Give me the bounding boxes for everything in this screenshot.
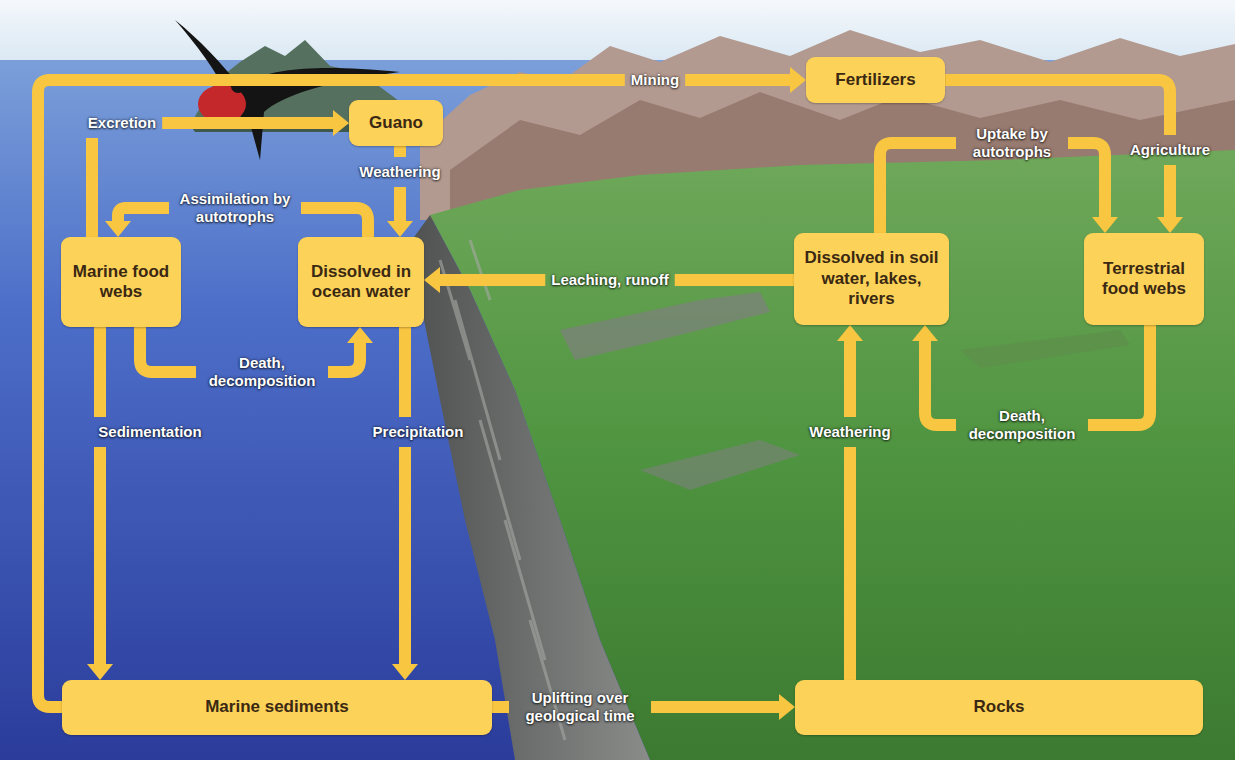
flow-label: Weathering xyxy=(359,163,440,181)
flow-label: Precipitation xyxy=(373,423,464,441)
arrow-line xyxy=(38,80,625,707)
arrow-line xyxy=(394,146,406,157)
arrow-head xyxy=(333,110,349,136)
flow-label: Death, decomposition xyxy=(962,407,1082,443)
arrow-line xyxy=(94,327,106,417)
connector-arrow xyxy=(38,67,806,707)
arrow-line xyxy=(844,339,856,417)
flow-label: Uptake by autotrophs xyxy=(962,125,1062,161)
arrow-head xyxy=(1157,217,1183,233)
box-text: Terrestrial food webs xyxy=(1092,259,1196,300)
box-text: Marine food webs xyxy=(69,262,173,303)
arrow-head xyxy=(392,664,418,680)
arrow-head xyxy=(105,221,131,237)
arrow-head xyxy=(424,267,440,293)
arrow-line xyxy=(140,327,196,372)
arrow-line xyxy=(880,143,956,233)
inland-cliff xyxy=(560,292,770,360)
flow-label: Leaching, runoff xyxy=(551,271,669,289)
arrow-head xyxy=(347,327,373,343)
arrow-head xyxy=(790,67,806,93)
box-text: Rocks xyxy=(973,697,1024,717)
connector-arrow xyxy=(392,327,418,680)
arrow-line xyxy=(118,208,169,223)
arrow-line xyxy=(328,341,360,372)
process-box: Guano xyxy=(349,100,443,146)
arrow-line xyxy=(1164,165,1176,219)
arrow-head xyxy=(837,325,863,341)
arrow-line xyxy=(844,447,856,680)
arrow-line xyxy=(94,447,106,666)
flow-label: Weathering xyxy=(809,423,890,441)
arrow-line xyxy=(1068,143,1105,219)
arrow-line xyxy=(925,339,956,425)
arrow-line xyxy=(162,117,335,129)
process-box: Terrestrial food webs xyxy=(1084,233,1204,325)
arrow-line xyxy=(399,447,411,666)
arrow-line xyxy=(492,701,509,713)
arrow-line xyxy=(438,274,545,286)
box-text: Marine sediments xyxy=(205,697,349,717)
arrow-line xyxy=(685,74,792,86)
connector-arrow xyxy=(837,325,863,680)
arrow-line xyxy=(301,208,368,237)
sea-cliff xyxy=(412,215,650,760)
flow-label: Agriculture xyxy=(1130,141,1210,159)
connector-arrow xyxy=(424,267,794,293)
process-box: Dissolved in ocean water xyxy=(298,237,424,327)
connector-arrow xyxy=(87,327,113,680)
process-box: Rocks xyxy=(795,680,1203,735)
process-box: Marine sediments xyxy=(62,680,492,735)
arrow-head xyxy=(912,325,938,341)
box-text: Dissolved in soil water, lakes, rivers xyxy=(802,248,941,309)
cliff-streaks xyxy=(440,240,565,740)
box-text: Fertilizers xyxy=(835,70,915,90)
process-box: Dissolved in soil water, lakes, rivers xyxy=(794,233,949,325)
arrow-line xyxy=(1088,325,1150,425)
connector-arrow xyxy=(387,146,413,237)
flow-label: Uplifting over geological time xyxy=(515,689,645,725)
arrow-head xyxy=(779,694,795,720)
flow-label: Excretion xyxy=(88,114,156,132)
arrow-head xyxy=(1092,217,1118,233)
box-text: Guano xyxy=(369,113,423,133)
flow-label: Mining xyxy=(631,71,679,89)
ocean xyxy=(0,60,1235,760)
box-text: Dissolved in ocean water xyxy=(306,262,416,303)
arrow-line xyxy=(86,138,98,237)
arrow-head xyxy=(87,664,113,680)
arrow-line xyxy=(651,701,781,713)
arrow-line xyxy=(675,274,794,286)
flow-label: Assimilation by autotrophs xyxy=(175,190,295,226)
arrow-line xyxy=(394,187,406,223)
process-box: Fertilizers xyxy=(806,57,945,103)
flow-label: Death, decomposition xyxy=(202,354,322,390)
flow-label: Sedimentation xyxy=(98,423,201,441)
arrow-line xyxy=(399,327,411,417)
process-box: Marine food webs xyxy=(61,237,181,327)
arrow-head xyxy=(387,221,413,237)
green-ridge xyxy=(960,330,1130,368)
inland-cliff xyxy=(640,440,800,490)
